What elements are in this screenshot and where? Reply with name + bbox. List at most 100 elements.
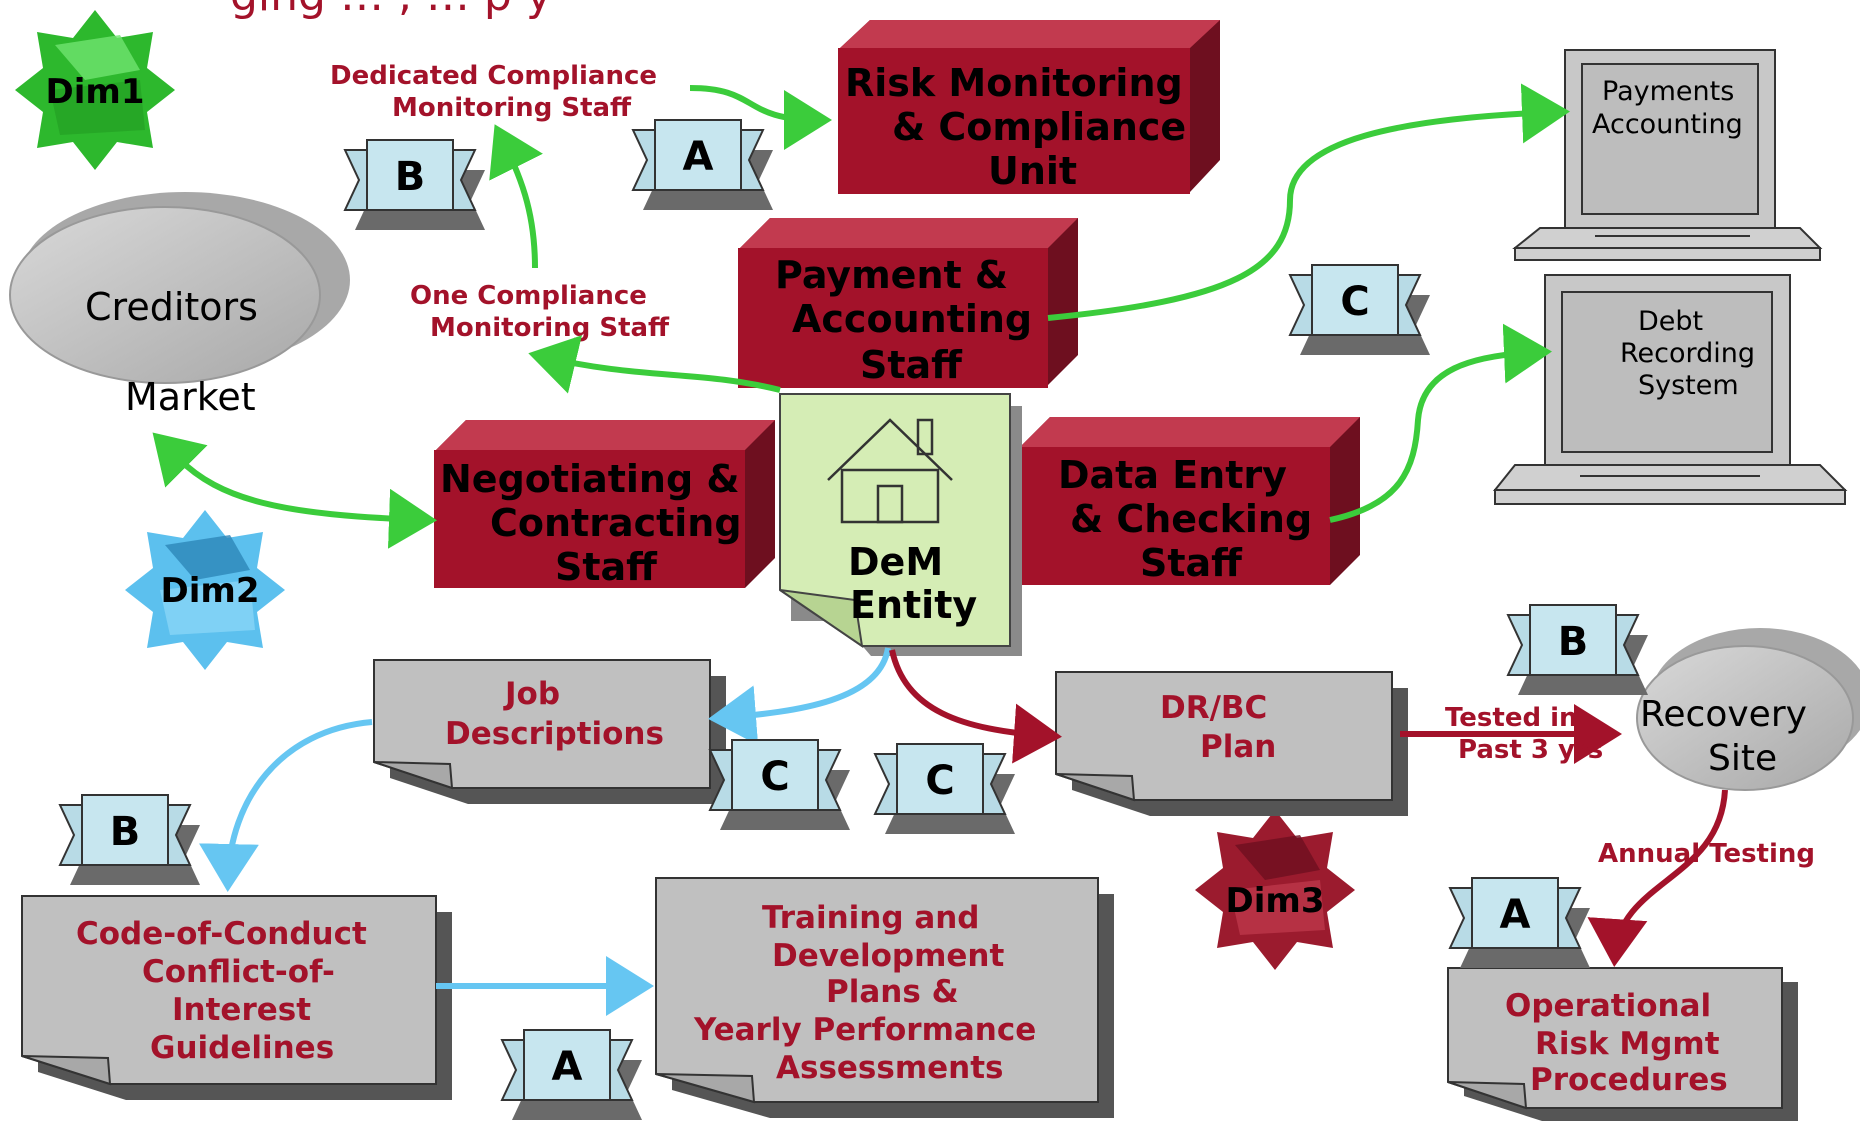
payment-line2: Accounting bbox=[792, 297, 1032, 341]
market-label: Market bbox=[125, 375, 256, 419]
training-line1: Training and bbox=[762, 900, 980, 936]
header-title-fragment: ging … , … p y bbox=[230, 0, 552, 21]
ribbon-a-risk-letter: A bbox=[683, 134, 714, 180]
arrow-dem-to-drbc bbox=[889, 649, 1062, 764]
dataentry-line1: Data Entry bbox=[1058, 453, 1287, 497]
dedicated-line2: Monitoring Staff bbox=[392, 93, 632, 123]
ribbon-b-code: B bbox=[58, 794, 200, 885]
dim3-badge: Dim3 bbox=[1195, 810, 1355, 970]
dedicated-line1: Dedicated Compliance bbox=[330, 61, 657, 91]
recovery-label: Recovery bbox=[1640, 694, 1807, 735]
drbc-line1: DR/BC bbox=[1160, 690, 1267, 726]
arrow-dataentry-to-laptop bbox=[1329, 323, 1552, 523]
code-line1: Code-of-Conduct bbox=[76, 916, 367, 952]
dem-line2: Entity bbox=[850, 583, 977, 627]
code-line4: Guidelines bbox=[150, 1030, 334, 1066]
training-line3: Plans & bbox=[826, 974, 959, 1010]
code-line3: Interest bbox=[172, 992, 311, 1028]
arrow-creditors-negotiating bbox=[152, 432, 437, 549]
ribbon-a-training: A bbox=[500, 1029, 642, 1120]
dim3-label: Dim3 bbox=[1226, 881, 1325, 921]
dim2-label: Dim2 bbox=[161, 571, 260, 611]
ribbon-c-job: C bbox=[708, 739, 850, 830]
negotiating-contracting-staff: Negotiating & Contracting Staff bbox=[434, 420, 775, 589]
training-line2: Development bbox=[772, 938, 1004, 974]
annual-testing-label: Annual Testing bbox=[1598, 839, 1815, 869]
training-line4: Yearly Performance bbox=[693, 1012, 1036, 1048]
risk-line2: & Compliance bbox=[892, 105, 1186, 149]
arrow-payment-to-laptop bbox=[1047, 83, 1570, 321]
ribbon-b-top: B bbox=[343, 139, 485, 230]
creditors-label: Creditors bbox=[85, 285, 258, 329]
operational-risk-doc: Operational Risk Mgmt Procedures bbox=[1447, 967, 1798, 1121]
dim2-badge: Dim2 bbox=[125, 510, 285, 670]
negotiating-line2: Contracting bbox=[490, 501, 742, 545]
negotiating-line1: Negotiating & bbox=[440, 457, 740, 501]
ribbon-c-right: C bbox=[1288, 264, 1430, 355]
job-line1: Job bbox=[503, 676, 560, 712]
recording-label: Recording bbox=[1620, 338, 1755, 369]
ribbon-a-training-letter: A bbox=[552, 1044, 583, 1090]
ribbon-c-right-letter: C bbox=[1340, 279, 1369, 325]
arrow-recovery-to-oprisk bbox=[1587, 789, 1728, 967]
payment-line1: Payment & bbox=[775, 253, 1008, 297]
ribbon-b-recovery-letter: B bbox=[1558, 619, 1589, 665]
risk-line3: Unit bbox=[988, 149, 1077, 193]
dem-entity-card: DeM Entity bbox=[779, 393, 1022, 656]
blue-arrows bbox=[198, 647, 891, 1016]
job-descriptions-doc: Job Descriptions bbox=[373, 659, 726, 804]
code-of-conduct-doc: Code-of-Conduct Conflict-of- Interest Gu… bbox=[21, 895, 452, 1100]
green-arrows bbox=[152, 83, 1570, 549]
payment-line3: Staff bbox=[860, 343, 963, 387]
recovery-site-oval: Recovery Site bbox=[1636, 628, 1860, 791]
negotiating-line3: Staff bbox=[555, 545, 658, 589]
ribbon-a-oprisk: A bbox=[1448, 877, 1590, 968]
one-line1: One Compliance bbox=[410, 281, 647, 311]
ribbon-layer: B A C C C B B A A bbox=[58, 119, 1648, 1120]
dataentry-line2: & Checking bbox=[1070, 497, 1312, 541]
code-line2: Conflict-of- bbox=[142, 954, 335, 990]
training-line5: Assessments bbox=[776, 1050, 1004, 1086]
system-label: System bbox=[1638, 370, 1739, 401]
payment-accounting-staff: Payment & Accounting Staff bbox=[738, 218, 1078, 388]
oprisk-line3: Procedures bbox=[1530, 1062, 1728, 1098]
ribbon-b-top-letter: B bbox=[395, 154, 426, 200]
arrow-dem-to-dedicated bbox=[489, 124, 543, 269]
data-entry-checking-staff: Data Entry & Checking Staff bbox=[1018, 417, 1360, 585]
arrow-dem-to-one bbox=[528, 335, 781, 394]
debt-label: Debt bbox=[1638, 306, 1703, 337]
tested-line2: Past 3 yrs bbox=[1458, 735, 1603, 765]
oprisk-line2: Risk Mgmt bbox=[1535, 1026, 1720, 1062]
drbc-line2: Plan bbox=[1200, 729, 1276, 765]
arrow-dedicated-to-risk bbox=[689, 85, 832, 150]
ribbon-a-oprisk-letter: A bbox=[1500, 892, 1531, 938]
risk-monitoring-unit: Risk Monitoring & Compliance Unit bbox=[838, 20, 1220, 194]
red-arrows bbox=[889, 649, 1728, 967]
dataentry-line3: Staff bbox=[1140, 541, 1243, 585]
payments-accounting-laptop: Payments Accounting bbox=[1512, 49, 1823, 261]
tested-line1: Tested in bbox=[1445, 703, 1578, 733]
arrow-dem-to-job bbox=[708, 647, 891, 746]
ribbon-c-drbc-letter: C bbox=[925, 758, 954, 804]
ribbon-b-recovery: B bbox=[1506, 604, 1648, 695]
one-line2: Monitoring Staff bbox=[430, 313, 670, 343]
accounting-label: Accounting bbox=[1592, 109, 1743, 140]
creditors-market-oval: Creditors Market bbox=[9, 192, 350, 419]
oprisk-line1: Operational bbox=[1505, 988, 1711, 1024]
ribbon-c-drbc: C bbox=[873, 743, 1015, 834]
dim1-label: Dim1 bbox=[46, 72, 145, 112]
dem-line1: DeM bbox=[848, 540, 943, 584]
risk-line1: Risk Monitoring bbox=[845, 61, 1183, 105]
training-development-doc: Training and Development Plans & Yearly … bbox=[655, 877, 1114, 1118]
arrow-job-to-code bbox=[198, 719, 373, 892]
ribbon-b-code-letter: B bbox=[110, 809, 141, 855]
site-label: Site bbox=[1708, 738, 1777, 779]
ribbon-a-risk: A bbox=[631, 119, 773, 210]
payments-label: Payments bbox=[1602, 76, 1734, 107]
debt-recording-laptop: Debt Recording System bbox=[1492, 274, 1848, 505]
drbc-plan-doc: DR/BC Plan bbox=[1055, 671, 1408, 816]
dim1-badge: Dim1 bbox=[15, 10, 175, 170]
job-line2: Descriptions bbox=[445, 716, 664, 752]
house-icon bbox=[827, 418, 953, 524]
